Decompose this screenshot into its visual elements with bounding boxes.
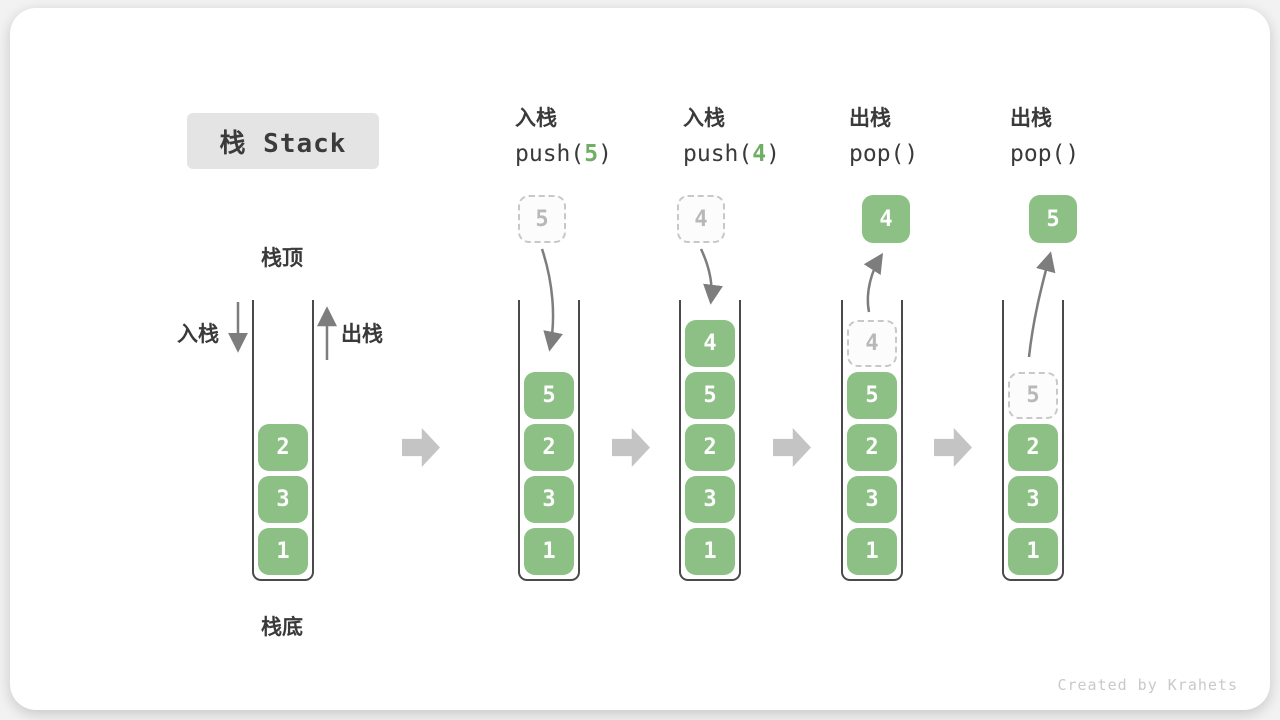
- stack-cell: 2: [258, 424, 308, 471]
- ghost-cell: 5: [1008, 372, 1058, 419]
- stack-container-2: 1 3 2 5: [518, 300, 580, 581]
- code-post: ): [904, 141, 919, 167]
- stack-cell: 1: [685, 528, 735, 575]
- code-pre: pop(: [1010, 141, 1066, 167]
- operation-name: 入栈: [515, 107, 557, 130]
- popped-value-box: 5: [1029, 195, 1077, 243]
- incoming-value-box: 5: [518, 195, 566, 243]
- popped-value-box: 4: [862, 195, 910, 243]
- diagram-title: 栈 Stack: [187, 113, 379, 169]
- operation-name: 出栈: [1010, 107, 1052, 130]
- code-post: ): [766, 141, 780, 167]
- stack-cell: 2: [847, 424, 897, 471]
- operation-code: push(5): [515, 140, 685, 168]
- code-pre: push(: [515, 141, 585, 167]
- stack-cell: 1: [1008, 528, 1058, 575]
- code-post: ): [598, 141, 612, 167]
- operation-label-pop1: 出栈 pop(): [849, 104, 1019, 168]
- stack-top-label: 栈顶: [261, 247, 303, 270]
- code-pre: pop(: [849, 141, 905, 167]
- stack-cell: 3: [258, 476, 308, 523]
- ghost-cell: 4: [847, 320, 897, 367]
- operation-code: pop(): [1010, 140, 1180, 168]
- operation-name: 入栈: [683, 107, 725, 130]
- operation-label-pop2: 出栈 pop(): [1010, 104, 1180, 168]
- stack-cell: 2: [685, 424, 735, 471]
- stack-bottom-label: 栈底: [261, 616, 303, 639]
- stack-cell: 3: [685, 476, 735, 523]
- stack-cell: 5: [847, 372, 897, 419]
- stack-cell: 1: [524, 528, 574, 575]
- stack-container-1: 1 3 2: [252, 300, 314, 581]
- stack-cell: 5: [524, 372, 574, 419]
- operation-code: push(4): [683, 140, 853, 168]
- operation-label-push4: 入栈 push(4): [683, 104, 853, 168]
- operation-label-push5: 入栈 push(5): [515, 104, 685, 168]
- stack-container-3: 1 3 2 5 4: [679, 300, 741, 581]
- stack-cell: 3: [524, 476, 574, 523]
- operation-code: pop(): [849, 140, 1019, 168]
- stack-cell: 3: [847, 476, 897, 523]
- stack-cell: 2: [1008, 424, 1058, 471]
- stack-container-4: 1 3 2 5 4: [841, 300, 903, 581]
- watermark: Created by Krahets: [1057, 676, 1238, 694]
- stack-cell: 1: [258, 528, 308, 575]
- code-num: 4: [752, 141, 767, 167]
- pop-side-label: 出栈: [341, 323, 383, 346]
- stack-cell: 4: [685, 320, 735, 367]
- push-side-label: 入栈: [177, 323, 219, 346]
- code-pre: push(: [683, 141, 753, 167]
- stack-cell: 3: [1008, 476, 1058, 523]
- code-post: ): [1065, 141, 1080, 167]
- stack-container-5: 1 3 2 5: [1002, 300, 1064, 581]
- incoming-value-box: 4: [677, 195, 725, 243]
- stack-cell: 1: [847, 528, 897, 575]
- stack-cell: 5: [685, 372, 735, 419]
- code-num: 5: [584, 141, 599, 167]
- stack-cell: 2: [524, 424, 574, 471]
- operation-name: 出栈: [849, 107, 891, 130]
